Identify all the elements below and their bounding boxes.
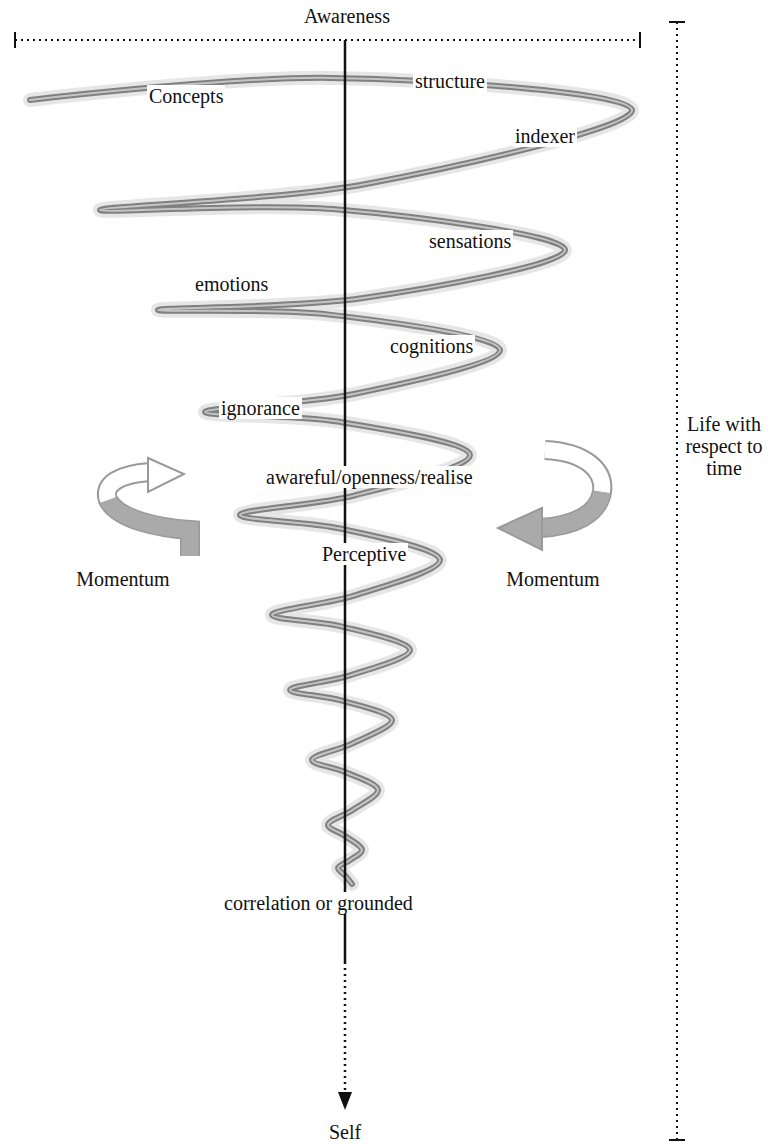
momentum-arrow-band bbox=[108, 500, 190, 556]
label: structure bbox=[413, 70, 487, 92]
label: indexer bbox=[513, 125, 577, 147]
label: Perceptive bbox=[320, 543, 408, 565]
spiral bbox=[30, 78, 632, 884]
label: Life with respect to time bbox=[678, 413, 770, 479]
label: correlation or grounded bbox=[222, 892, 415, 914]
momentum-arrowhead bbox=[498, 508, 542, 550]
label: emotions bbox=[193, 273, 270, 295]
spiral-tube bbox=[30, 78, 632, 884]
spiral-highlight bbox=[30, 78, 632, 884]
self-axis bbox=[344, 40, 347, 962]
spiral-glow bbox=[30, 78, 632, 884]
time-dimension bbox=[676, 22, 678, 1140]
label: cognitions bbox=[388, 335, 475, 357]
momentum-arrow-band-light bbox=[107, 472, 150, 500]
axis-arrowhead bbox=[338, 1092, 352, 1110]
label: ignorance bbox=[219, 397, 302, 419]
momentum-arrowhead bbox=[148, 458, 184, 492]
dimension-tick bbox=[639, 32, 641, 48]
momentum-arrow-band bbox=[540, 492, 602, 528]
label: Concepts bbox=[147, 85, 225, 107]
label: Momentum bbox=[74, 568, 171, 590]
momentum-arrow-outline bbox=[540, 450, 602, 528]
label: Self bbox=[327, 1121, 363, 1143]
momentum-arrow-band-light bbox=[545, 450, 602, 492]
dimension-tick bbox=[669, 21, 685, 23]
label: Awareness bbox=[302, 5, 392, 27]
awareness-dimension bbox=[15, 39, 640, 41]
dimension-tick bbox=[669, 1139, 685, 1141]
dimension-tick bbox=[14, 32, 16, 48]
self-axis-dotted bbox=[344, 962, 347, 1094]
label: sensations bbox=[427, 230, 513, 252]
label: awareful/openness/realise bbox=[264, 466, 475, 488]
label: Momentum bbox=[504, 568, 601, 590]
